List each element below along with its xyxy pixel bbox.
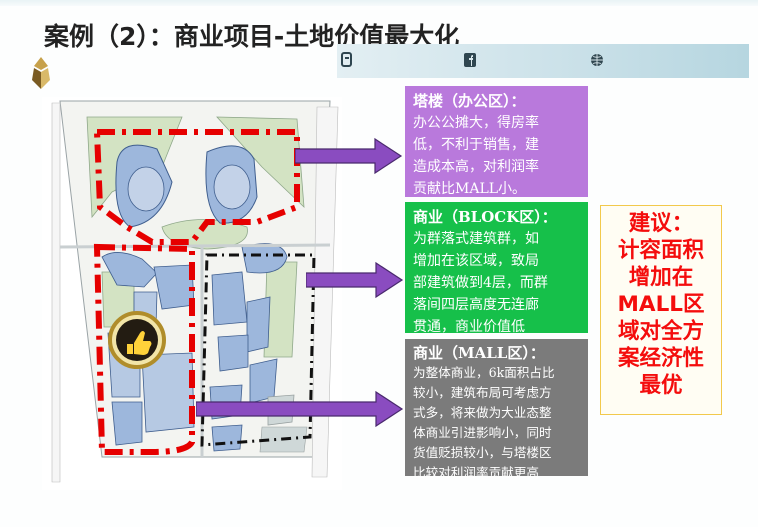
mall-line: 为整体商业，6k面积占比 — [413, 365, 555, 380]
advice-line: 案经济性 — [617, 346, 704, 371]
facebook-icon — [463, 52, 477, 68]
block-line: 增加在该区域，致局 — [413, 253, 539, 269]
block-line: 部建筑做到4层，而群 — [413, 275, 548, 291]
mall-line: 比较对利润率贡献更高 — [413, 465, 539, 480]
block-line: 为群落式建筑群，如 — [413, 231, 539, 247]
advice-line: MALL区 — [617, 292, 705, 317]
top-band — [0, 0, 758, 6]
mall-heading: 商业（MALL区）： — [413, 344, 545, 362]
mall-line: 体商业引进影响小，同时 — [413, 425, 552, 440]
tower-line: 造成本高，对利润率 — [413, 159, 539, 175]
arrow-tower — [295, 137, 403, 175]
site-plan-map — [42, 97, 342, 490]
block-line: 贯通，商业价值低 — [413, 319, 525, 335]
mall-line: 较小，建筑布局可考虑方 — [413, 385, 552, 400]
advice-line: 最优 — [639, 373, 683, 398]
header-bar — [337, 44, 749, 78]
tower-line: 办公公摊大，得房率 — [413, 115, 539, 131]
block-heading: 商业（BLOCK区）： — [413, 208, 557, 226]
arrow-block — [306, 261, 404, 299]
mall-line: 货值贬损较小，与塔楼区 — [413, 445, 552, 460]
block-panel: 商业（BLOCK区）： 为群落式建筑群，如 增加在该区域，致局 部建筑做到4层，… — [405, 202, 588, 335]
brand-logo — [32, 57, 50, 89]
tower-line: 低，不利于销售，建 — [413, 137, 539, 153]
mall-line: 式多，将来做为大业态整 — [413, 405, 552, 420]
block-line: 落间四层高度无连廊 — [413, 297, 539, 313]
advice-box: 建议： 计容面积 增加在 MALL区 域对全方 案经济性 最优 — [600, 205, 722, 415]
mall-panel: 商业（MALL区）： 为整体商业，6k面积占比 较小，建筑布局可考虑方 式多，将… — [405, 339, 588, 480]
advice-line: 域对全方 — [617, 319, 704, 344]
tower-heading: 塔楼（办公区）： — [413, 92, 526, 110]
arrow-mall — [196, 390, 404, 428]
advice-line: 计容面积 — [617, 238, 704, 263]
globe-icon — [590, 52, 604, 68]
document-icon — [340, 52, 354, 68]
advice-line: 增加在 — [628, 265, 694, 290]
tower-line: 贡献比MALL小。 — [413, 181, 527, 197]
advice-line: 建议： — [628, 211, 694, 236]
tower-panel: 塔楼（办公区）： 办公公摊大，得房率 低，不利于销售，建 造成本高，对利润率 贡… — [405, 86, 588, 197]
